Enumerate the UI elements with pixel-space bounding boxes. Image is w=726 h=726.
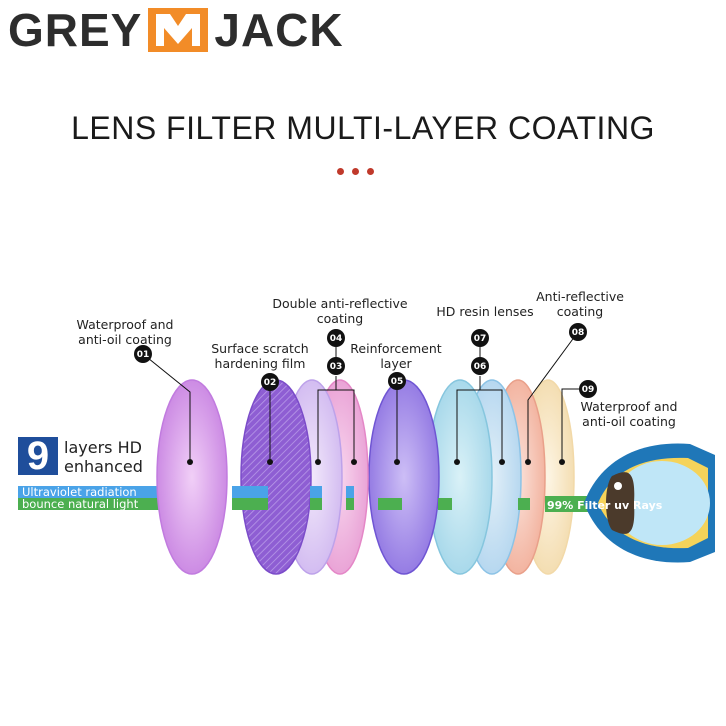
lens-02 bbox=[240, 379, 312, 575]
badge-03: 03 bbox=[330, 362, 343, 372]
badge-05: 05 bbox=[391, 377, 404, 387]
badge-06: 06 bbox=[474, 362, 487, 372]
lens-05 bbox=[368, 379, 440, 575]
badge-01: 01 bbox=[137, 350, 150, 360]
badge-02: 02 bbox=[264, 378, 277, 388]
badge-04: 04 bbox=[330, 334, 343, 344]
uv-bar bbox=[18, 486, 190, 498]
lens-01 bbox=[156, 379, 228, 575]
natural-light-bar bbox=[18, 498, 190, 510]
badge-08: 08 bbox=[572, 328, 585, 338]
number-badges bbox=[134, 323, 597, 398]
brand-name-right: JACK bbox=[214, 4, 344, 56]
label-layer-07: HD resin lenses bbox=[436, 304, 534, 319]
natural-bar-label: bounce natural light bbox=[22, 497, 139, 511]
eye-icon bbox=[584, 443, 715, 563]
badge-07: 07 bbox=[474, 334, 487, 344]
page-title: LENS FILTER MULTI-LAYER COATING bbox=[71, 110, 655, 146]
badge-09: 09 bbox=[582, 385, 595, 395]
brand-name-left: GREY bbox=[8, 4, 143, 56]
layers-count-badge: 9 bbox=[18, 436, 58, 476]
title-divider-dots bbox=[337, 168, 374, 175]
brand-logo: GREY JACK bbox=[8, 4, 368, 56]
uv-bar-label: Ultraviolet radiation bbox=[22, 485, 137, 499]
filter-label: 99% Filter uv Rays bbox=[547, 499, 663, 512]
brand-mark-icon bbox=[148, 8, 209, 52]
